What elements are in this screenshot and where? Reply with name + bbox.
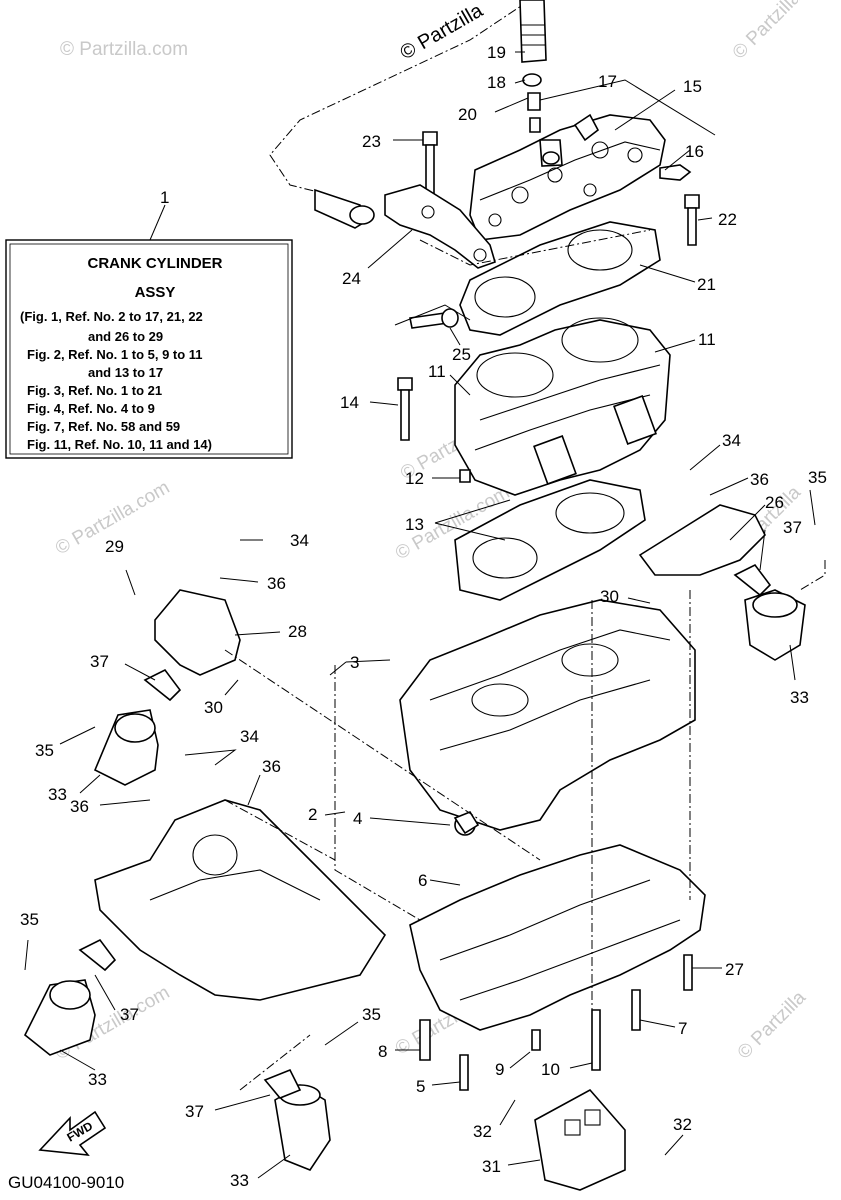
callout-36: 36 — [750, 470, 769, 489]
callout-9: 9 — [495, 1060, 504, 1079]
callout-34: 34 — [290, 531, 309, 550]
callout-6: 6 — [418, 871, 427, 890]
callout-32: 32 — [473, 1122, 492, 1141]
callout-37: 37 — [783, 518, 802, 537]
diagram-code: GU04100-9010 — [8, 1173, 124, 1192]
callout-14: 14 — [340, 393, 359, 412]
callout-11: 11 — [428, 362, 446, 381]
callout-34: 34 — [722, 431, 741, 450]
callout-21: 21 — [697, 275, 716, 294]
callout-33: 33 — [230, 1171, 249, 1190]
front-cover — [94, 799, 387, 1001]
cover-31 — [534, 1088, 626, 1191]
assy-info-box: 1 CRANK CYLINDER ASSY (Fig. 1, Ref. No. … — [5, 188, 293, 459]
water-hose — [269, 0, 547, 229]
callout-5: 5 — [416, 1077, 425, 1096]
assy-title-line2: ASSY — [135, 284, 176, 301]
callout-8: 8 — [378, 1042, 387, 1061]
assy-line: Fig. 2, Ref. No. 1 to 5, 9 to 11 — [27, 347, 203, 362]
assy-line: and 13 to 17 — [88, 365, 163, 380]
callout-20: 20 — [458, 105, 477, 124]
callout-35: 35 — [35, 741, 54, 760]
assy-line: Fig. 11, Ref. No. 10, 11 and 14) — [27, 437, 212, 452]
callout-33: 33 — [790, 688, 809, 707]
callout-33: 33 — [88, 1070, 107, 1089]
watermark: © Partzilla — [734, 987, 811, 1064]
callout-10: 10 — [541, 1060, 560, 1079]
callout-30: 30 — [600, 587, 619, 606]
callout-36: 36 — [267, 574, 286, 593]
callout-1: 1 — [160, 188, 169, 207]
watermark: © Partzilla — [729, 0, 806, 64]
cylinder-block — [454, 317, 671, 496]
callout-35: 35 — [20, 910, 39, 929]
callout-24: 24 — [342, 269, 361, 288]
callout-4: 4 — [353, 809, 362, 828]
callout-13: 13 — [405, 515, 424, 534]
fwd-arrow: FWD — [38, 1110, 107, 1156]
callout-19: 19 — [487, 43, 506, 62]
callout-16: 16 — [685, 142, 704, 161]
assy-title-line1: CRANK CYLINDER — [88, 255, 223, 272]
assy-line: Fig. 3, Ref. No. 1 to 21 — [27, 383, 162, 398]
callout-31: 31 — [482, 1157, 501, 1176]
callout-37: 37 — [90, 652, 109, 671]
base-gasket — [454, 479, 646, 601]
callout-2: 2 — [308, 805, 317, 824]
callout-18: 18 — [487, 73, 506, 92]
callout-3: 3 — [350, 653, 359, 672]
callout-26: 26 — [765, 493, 784, 512]
leader-lines — [24, 51, 826, 1179]
assy-line: and 26 to 29 — [88, 329, 163, 344]
callout-17: 17 — [598, 72, 617, 91]
lower-crankcase — [409, 844, 706, 1031]
callout-33: 33 — [48, 785, 67, 804]
shims-37 — [78, 563, 772, 1099]
callout-numbers: 19 18 20 17 15 16 23 22 24 21 25 11 11 1… — [20, 43, 827, 1190]
bearing-4 — [453, 811, 480, 836]
cylinder-head — [469, 113, 666, 241]
callout-34: 34 — [240, 727, 259, 746]
head-gasket — [459, 221, 661, 336]
callout-12: 12 — [405, 469, 424, 488]
dowel-12 — [459, 469, 471, 483]
callout-23: 23 — [362, 132, 381, 151]
bolt-25 — [409, 308, 459, 329]
head-fittings — [422, 73, 700, 246]
callout-29: 29 — [105, 537, 124, 556]
callout-22: 22 — [718, 210, 737, 229]
watermark-dark: © Partzilla — [397, 0, 488, 64]
assy-line: Fig. 7, Ref. No. 58 and 59 — [27, 419, 180, 434]
callout-36: 36 — [70, 797, 89, 816]
callout-15: 15 — [683, 77, 702, 96]
callout-7: 7 — [678, 1019, 687, 1038]
watermark: © Partzilla.com — [60, 39, 188, 60]
callout-35: 35 — [362, 1005, 381, 1024]
callout-37: 37 — [120, 1005, 139, 1024]
assy-line: Fig. 4, Ref. No. 4 to 9 — [27, 401, 155, 416]
callout-25: 25 — [452, 345, 471, 364]
callout-36: 36 — [262, 757, 281, 776]
callout-37: 37 — [185, 1102, 204, 1121]
callout-28: 28 — [288, 622, 307, 641]
mount-brackets — [154, 504, 766, 676]
bolt-14 — [397, 377, 413, 441]
callout-27: 27 — [725, 960, 744, 979]
engine-mounts — [23, 589, 806, 1171]
assy-line: (Fig. 1, Ref. No. 2 to 17, 21, 22 — [20, 309, 203, 324]
lower-bolts — [419, 954, 693, 1091]
callout-11: 11 — [698, 330, 716, 349]
callout-35: 35 — [808, 468, 827, 487]
upper-crankcase — [399, 599, 696, 831]
callout-32: 32 — [673, 1115, 692, 1134]
engine-bracket — [384, 184, 496, 269]
callout-30: 30 — [204, 698, 223, 717]
